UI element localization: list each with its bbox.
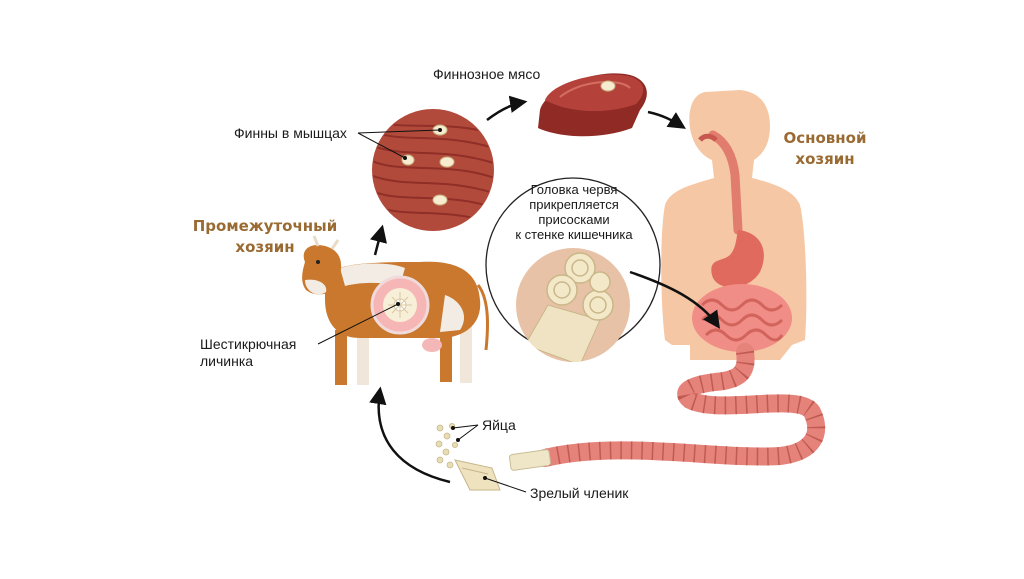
meat-piece-icon (538, 73, 647, 136)
label-eggs: Яйца (482, 417, 516, 434)
label-larva: Шестикрючная личинка (200, 336, 296, 370)
label-finns-in-muscles: Финны в мышцах (234, 125, 347, 142)
arrow-segment-to-cow (379, 390, 450, 482)
larva-line1: Шестикрючная (200, 336, 296, 353)
arrow-cow-to-muscle (375, 228, 382, 255)
main-host-line2: хозяин (770, 149, 880, 170)
label-main-host: Основной хозяин (770, 128, 880, 170)
intermediate-host-line1: Промежуточный (190, 216, 340, 237)
intermediate-host-line2: хозяин (190, 237, 340, 258)
head-attach-line3: присосками (509, 212, 639, 227)
label-head-attach: Головка червя прикрепляется присосками к… (509, 182, 639, 242)
arrow-muscle-to-meat (487, 102, 524, 120)
eggs-icon (436, 423, 458, 468)
larva-line2: личинка (200, 353, 296, 370)
label-intermediate-host: Промежуточный хозяин (190, 216, 340, 258)
muscle-circle-icon (370, 109, 500, 231)
tapeworm-icon (509, 352, 816, 471)
head-attach-line4: к стенке кишечника (509, 227, 639, 242)
mature-segment-icon (455, 460, 500, 490)
main-host-line1: Основной (770, 128, 880, 149)
cow-icon (302, 236, 487, 385)
label-finnoe-meat: Финнозное мясо (433, 66, 540, 83)
arrow-meat-to-human (648, 112, 683, 127)
head-attach-line1: Головка червя (509, 182, 639, 197)
intestine-icon (692, 284, 792, 352)
head-attach-line2: прикрепляется (509, 197, 639, 212)
label-mature-segment: Зрелый членик (530, 485, 628, 502)
